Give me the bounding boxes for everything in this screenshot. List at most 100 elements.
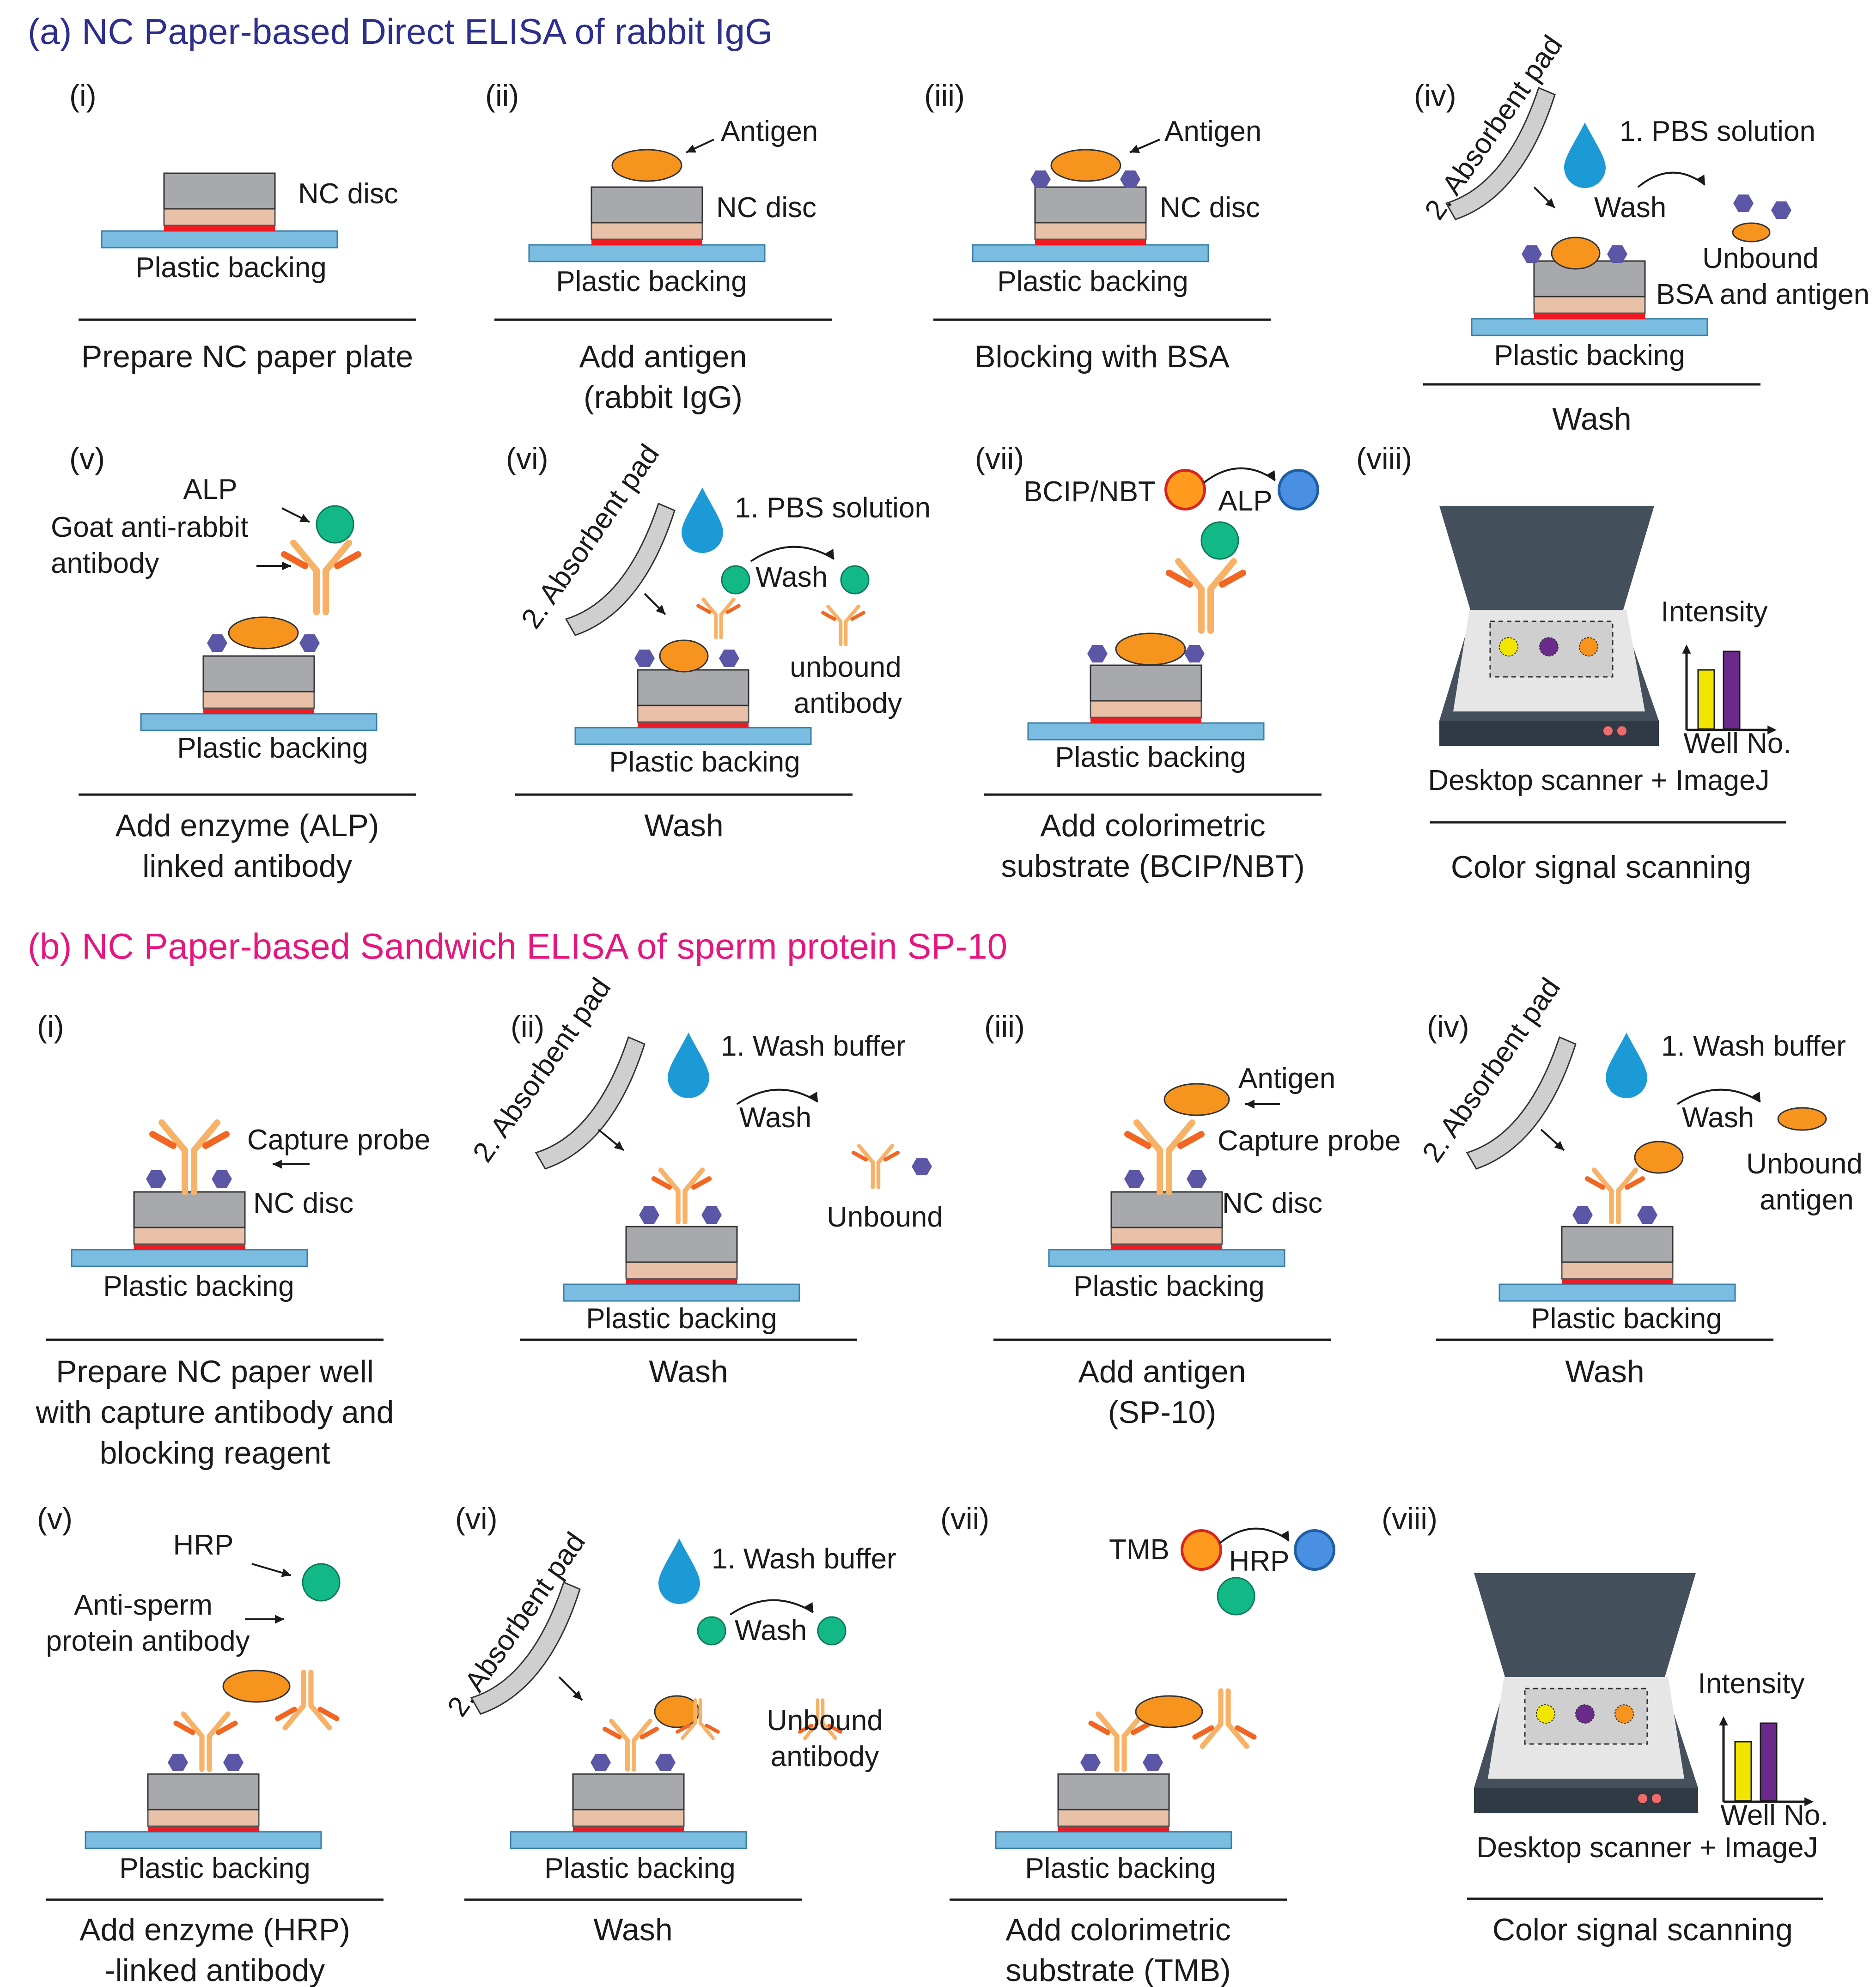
antibody-y-shape (676, 1698, 720, 1740)
anti-sperm-label: protein antibody (46, 1625, 250, 1657)
antibody-arm (857, 1143, 875, 1165)
antibody-tip (1584, 1176, 1605, 1190)
antibody-tip (1235, 1725, 1257, 1740)
antibody-tip (173, 1720, 195, 1735)
antibody-arm (1166, 1119, 1195, 1154)
red-strip (1111, 1244, 1222, 1250)
intensity-bar-yellow (1734, 1741, 1752, 1802)
nc-disc (1110, 1191, 1223, 1228)
pbs-solution-label: 1. PBS solution (1620, 115, 1815, 147)
antibody-tip (640, 1726, 659, 1739)
antibody-arm (876, 1143, 895, 1165)
section-a-title: (a) NC Paper-based Direct ELISA of rabbi… (28, 11, 773, 52)
arrowhead (1545, 198, 1555, 208)
plastic-backing-label: Plastic backing (556, 266, 747, 298)
panel-caption: Add enzyme (HRP) (79, 1912, 350, 1947)
panel-caption: (SP-10) (1108, 1395, 1216, 1430)
pad-layer (625, 1261, 738, 1280)
bsa-hexagon (168, 1753, 188, 1772)
antibody-arm (308, 1703, 332, 1731)
red-strip (1035, 239, 1146, 245)
wash-curve-arrow (750, 546, 835, 562)
arrowhead (614, 1141, 624, 1150)
panel-caption: Add colorimetric (1040, 808, 1266, 843)
antibody-tip (705, 1724, 720, 1734)
led-icon (1603, 726, 1613, 735)
bsa-hexagon (1124, 1170, 1145, 1188)
nc-disc (1057, 1773, 1170, 1811)
antibody-tip (1166, 570, 1193, 588)
antibody-y-shape (1584, 1167, 1645, 1225)
substrate-circle (1181, 1529, 1222, 1571)
panel-number: (vi) (506, 441, 548, 475)
bsa-hexagon (1030, 170, 1051, 188)
panel-caption: blocking reagent (99, 1435, 330, 1471)
bsa-hexagon (1184, 644, 1205, 663)
enzyme-circle (316, 505, 354, 544)
antibody-y-shape (1088, 1711, 1153, 1772)
panel-caption: substrate (BCIP/NBT) (1001, 849, 1305, 884)
panel-a-vii: (vii) Add colorimetric substrate (BCIP/NBT… (975, 441, 1322, 884)
arrowhead (809, 1092, 818, 1102)
bcip-nbt-label: BCIP/NBT (1023, 476, 1156, 508)
antigen-ellipse (659, 639, 709, 673)
antibody-arm (1591, 1167, 1614, 1193)
panel-number: (vii) (975, 441, 1024, 475)
water-drop-icon (1564, 122, 1606, 188)
arrowhead (804, 1602, 813, 1612)
scanner-label: Desktop scanner + ImageJ (1476, 1832, 1818, 1864)
alp-label: ALP (183, 474, 237, 505)
wash-curve-arrow (736, 1088, 819, 1105)
wash-curve-arrow (1637, 171, 1706, 188)
scanner-base (1474, 1788, 1698, 1813)
antibody-arm (1616, 1167, 1638, 1193)
capture-probe-label: Capture probe (247, 1124, 430, 1156)
arrowhead (282, 561, 291, 571)
red-strip (1090, 717, 1201, 723)
antibody-y-shape (798, 1698, 842, 1740)
bsa-hexagon (207, 634, 227, 652)
panel-caption: -linked antibody (105, 1953, 325, 1987)
antigen-ellipse (1135, 1695, 1203, 1728)
enzyme-circle (817, 1616, 847, 1646)
panel-caption: Wash (1552, 401, 1631, 437)
antibody-arm (282, 1703, 306, 1731)
arrowhead (656, 605, 665, 614)
arrowhead (1267, 470, 1275, 480)
intensity-bar-purple (1723, 650, 1741, 730)
arrowhead (1245, 1100, 1255, 1109)
antibody-y-shape (149, 1119, 230, 1195)
nc-disc (572, 1773, 685, 1811)
antigen-label: Antigen (1238, 1063, 1335, 1094)
unbound-antigen (1777, 1107, 1827, 1131)
antibody-arm (1200, 1721, 1224, 1749)
antibody-y-shape (1124, 1119, 1205, 1195)
goat-antibody-label: antibody (51, 547, 159, 579)
antibody-tip (1131, 1720, 1153, 1735)
plastic-backing (563, 1283, 800, 1302)
panel-number: (viii) (1356, 441, 1412, 475)
wash-curve-arrow (1219, 1527, 1290, 1544)
arrowhead (686, 144, 696, 153)
antibody-arm (323, 540, 352, 574)
antibody-arm (826, 604, 843, 624)
pad-layer (1110, 1227, 1223, 1245)
bsa-hexagon (1143, 1753, 1163, 1772)
led-icon (1617, 726, 1626, 735)
bsa-hexagon (1087, 644, 1108, 663)
pad-layer (147, 1809, 260, 1827)
panel-caption: substrate (TMB) (1005, 1953, 1230, 1987)
absorbent-pad (535, 1036, 646, 1170)
unbound-label: BSA and antigen (1656, 279, 1870, 310)
substrate-circle (1164, 469, 1206, 510)
absorbent-pad (1466, 1036, 1577, 1170)
antibody-tip (696, 604, 712, 614)
nc-device (1471, 260, 1708, 336)
nc-disc (1090, 664, 1202, 702)
antibody-arm (701, 597, 718, 617)
red-strip (591, 239, 702, 245)
antibody-arm (158, 1119, 188, 1154)
